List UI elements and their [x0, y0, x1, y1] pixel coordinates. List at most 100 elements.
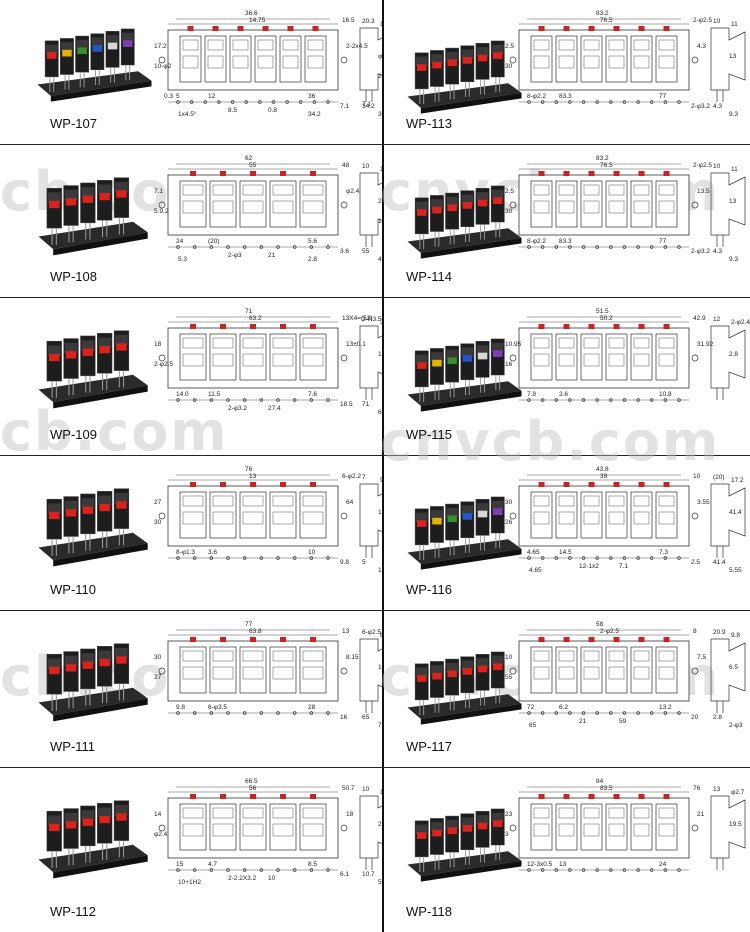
connector-photo	[38, 800, 148, 879]
dimension-label: 16	[505, 361, 513, 368]
dimension-label: 0.8	[268, 107, 277, 114]
dimension-label: 5.3	[178, 256, 187, 263]
dimension-label: 51.5	[596, 308, 609, 315]
dimension-label: 0.3	[164, 93, 173, 100]
dimension-label: 5.55	[729, 567, 742, 574]
dimension-label: 56	[249, 785, 257, 792]
dimension-label: 10	[378, 567, 382, 574]
dimension-label: 72	[527, 704, 535, 711]
dimension-label: 10-φ2	[154, 63, 172, 70]
column-divider	[382, 0, 384, 932]
product-illustration: 62554810147.15.9.2φ2.42724(20)5.63.65549…	[38, 155, 382, 263]
dimension-label: 21	[579, 718, 587, 725]
dimension-label: 19.5	[729, 821, 742, 828]
dimension-label: 41.4	[713, 559, 726, 566]
dimension-label: 2-φ3.2	[691, 248, 710, 255]
dimension-label: 10	[380, 21, 382, 28]
dimension-label: 10	[713, 163, 721, 170]
dimension-label: 5	[362, 559, 366, 566]
dimension-label: 7.5	[697, 654, 706, 661]
product-code-label: WP-118	[406, 904, 452, 919]
dimension-label: 8	[380, 632, 382, 639]
dimension-label: 2.5	[505, 188, 514, 195]
dimension-label: 63.8	[249, 628, 262, 635]
dimension-label: 39	[600, 473, 608, 480]
product-cell-wp-107: 36.614.7516.520.31017.210-φ22-2x4.5φ2.45…	[0, 0, 382, 144]
dimension-label: 59	[619, 718, 627, 725]
product-cell-wp-111: 7763.8136-φ2.5830278.15109.86-φ3.5281665…	[0, 611, 382, 767]
product-illustration: 7763.8136-φ2.5830278.15109.86-φ3.5281665…	[38, 621, 382, 729]
dimension-label: 12-1x2	[579, 563, 599, 570]
dimension-label: 18	[154, 341, 162, 348]
dimension-label: 77	[659, 93, 667, 100]
dimension-label: 62	[245, 155, 253, 162]
connector-photo	[38, 177, 148, 256]
dimension-label: 2	[378, 73, 382, 80]
dimension-label: 30	[505, 208, 513, 215]
connector-photo	[37, 28, 152, 102]
dimension-label: 3.6	[340, 248, 349, 255]
row-divider	[0, 144, 750, 145]
dimension-label: 13.5	[697, 188, 710, 195]
dimension-label: 12-3x0.5	[527, 861, 553, 868]
dimension-label: 2-2.2X3.2	[228, 875, 257, 882]
dimension-label: 50.7	[342, 785, 355, 792]
dimension-label: 13X4=(52)	[342, 315, 373, 322]
dimension-label: 13	[729, 198, 737, 205]
dimension-label: 7.1	[362, 101, 371, 108]
dimension-label: (20)	[208, 238, 220, 245]
dimension-label: 34.2	[362, 103, 375, 110]
product-code-label: WP-113	[406, 116, 452, 131]
dimension-label: 49	[378, 256, 382, 263]
dimension-label: 34.2	[308, 111, 321, 118]
dimension-label: 14	[154, 811, 162, 818]
dimension-label: 13	[729, 53, 737, 60]
dimension-label: 2-φ2.5	[154, 361, 173, 368]
connector-photo	[38, 643, 148, 722]
dimension-label: 84	[596, 778, 604, 785]
dimension-label: 71	[362, 401, 370, 408]
dimension-label: 8.15	[346, 654, 359, 661]
dimension-label: 2-φ3	[228, 252, 242, 259]
dimension-label: 6-φ2.2	[342, 473, 361, 480]
dimension-label: 13.2	[659, 704, 672, 711]
technical-drawing: 62554810147.15.9.2φ2.42724(20)5.63.65549…	[154, 155, 382, 263]
dimension-label: 42.9	[693, 315, 706, 322]
product-code-label: WP-115	[406, 427, 452, 442]
row-divider	[0, 455, 750, 456]
dimension-label: 10	[308, 549, 316, 556]
connector-photo	[407, 40, 522, 114]
dimension-label: 18.5	[340, 401, 353, 408]
dimension-label: 10	[362, 163, 370, 170]
dimension-label: 2.5	[691, 559, 700, 566]
dimension-label: 14.5	[559, 549, 572, 556]
dimension-label: 7.3	[659, 549, 668, 556]
dimension-label: 4.65	[527, 549, 540, 556]
product-code-label: WP-114	[406, 269, 452, 284]
dimension-label: 13	[378, 351, 382, 358]
connector-photo	[407, 808, 522, 882]
dimension-label: 24	[659, 861, 667, 868]
dimension-label: 77	[245, 621, 253, 628]
dimension-label: 10.8	[659, 391, 672, 398]
dimension-label: 9.3	[729, 256, 738, 263]
product-code-label: WP-117	[406, 739, 452, 754]
dimension-label: 63.2	[249, 315, 262, 322]
dimension-label: 30	[154, 519, 162, 526]
dimension-label: 4.65	[529, 567, 542, 574]
technical-drawing: 66.55650.71012.214φ2.41827154.78.56.110.…	[154, 778, 382, 886]
dimension-label: 2.8	[729, 351, 738, 358]
dimension-label: 8-φ2.2	[527, 93, 546, 100]
dimension-label: 30	[154, 654, 162, 661]
dimension-label: 65	[529, 722, 537, 729]
connector-photo	[38, 330, 148, 409]
